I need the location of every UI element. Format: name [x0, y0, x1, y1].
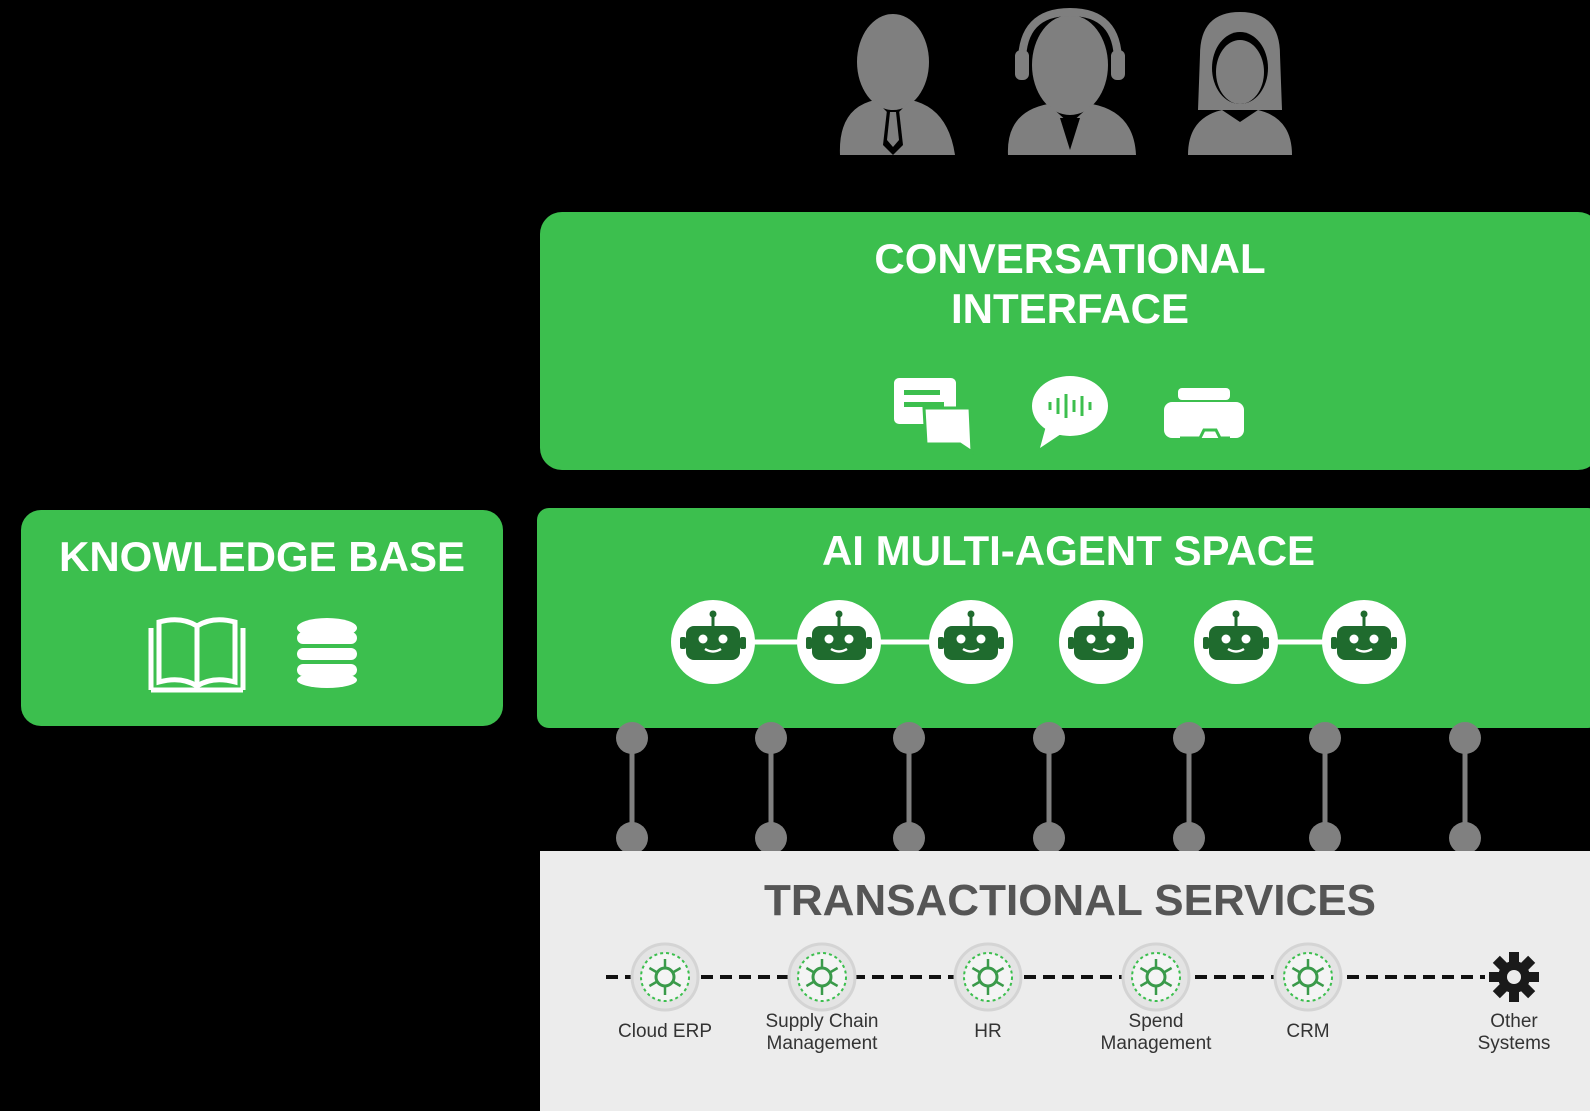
service-label-line1: Supply Chain: [765, 1011, 879, 1032]
agent-network: [671, 600, 1406, 684]
spend-management-icon: [1121, 942, 1191, 1012]
transactional-services-title: TRANSACTIONAL SERVICES: [763, 876, 1376, 925]
knowledge-base-icons: [148, 617, 357, 693]
conversational-icons: [894, 376, 1244, 455]
cloud-erp-icon: [630, 942, 700, 1012]
connector: [893, 722, 925, 854]
robot-icon: [671, 600, 755, 684]
voice-message-icon: [1032, 376, 1108, 448]
service-label-line1: Spend: [1128, 1011, 1184, 1032]
knowledge-base-title: KNOWLEDGE BASE: [58, 533, 465, 580]
conversational-interface-title-line1: CONVERSATIONAL: [874, 235, 1266, 282]
connector: [1033, 722, 1065, 854]
service-label-line2: Systems: [1477, 1033, 1551, 1054]
database-icon: [297, 618, 357, 688]
hr-icon: [953, 942, 1023, 1012]
book-icon: [148, 617, 246, 693]
service-label-line1: HR: [974, 1021, 1002, 1042]
robot-icon: [1322, 600, 1406, 684]
knowledge-base-panel: KNOWLEDGE BASE: [21, 510, 503, 726]
gear-icon: [1489, 952, 1539, 1002]
connector: [616, 722, 648, 854]
service-label-line2: Management: [766, 1033, 878, 1054]
service-label-line1: Cloud ERP: [618, 1021, 712, 1042]
conversational-interface-panel: CONVERSATIONAL INTERFACE: [540, 212, 1590, 470]
service-label: HR: [908, 1021, 1068, 1043]
ai-multi-agent-space-title: AI MULTI-AGENT SPACE: [821, 527, 1316, 574]
service-label: Cloud ERP: [585, 1021, 745, 1043]
robot-icon: [797, 600, 881, 684]
services-timeline: [606, 942, 1539, 1012]
woman-user-icon: [1188, 12, 1292, 155]
connector: [755, 722, 787, 854]
service-label-line2: Management: [1100, 1033, 1212, 1054]
ai-multi-agent-space-panel: AI MULTI-AGENT SPACE: [537, 508, 1590, 728]
connector: [1173, 722, 1205, 854]
conversational-interface-title-line2: INTERFACE: [950, 285, 1189, 332]
service-label-line1: CRM: [1286, 1021, 1330, 1042]
connector: [1449, 722, 1481, 854]
business-person-icon: [839, 14, 955, 155]
crm-icon: [1273, 942, 1343, 1012]
transactional-services-panel: TRANSACTIONAL SERVICES Cloud ERP Supply C…: [540, 851, 1590, 1111]
robot-icon: [929, 600, 1013, 684]
service-label: CRM: [1228, 1021, 1388, 1043]
connector: [1309, 722, 1341, 854]
vr-headset-icon: [1164, 388, 1244, 440]
conversational-interface-title: CONVERSATIONAL INTERFACE: [540, 234, 1590, 334]
support-agent-headset-icon: [1007, 7, 1136, 155]
robot-icon: [1194, 600, 1278, 684]
chat-bubbles-icon: [894, 378, 974, 455]
service-label-line1: Other: [1490, 1011, 1538, 1032]
robot-icon: [1059, 600, 1143, 684]
supply-chain-icon: [787, 942, 857, 1012]
